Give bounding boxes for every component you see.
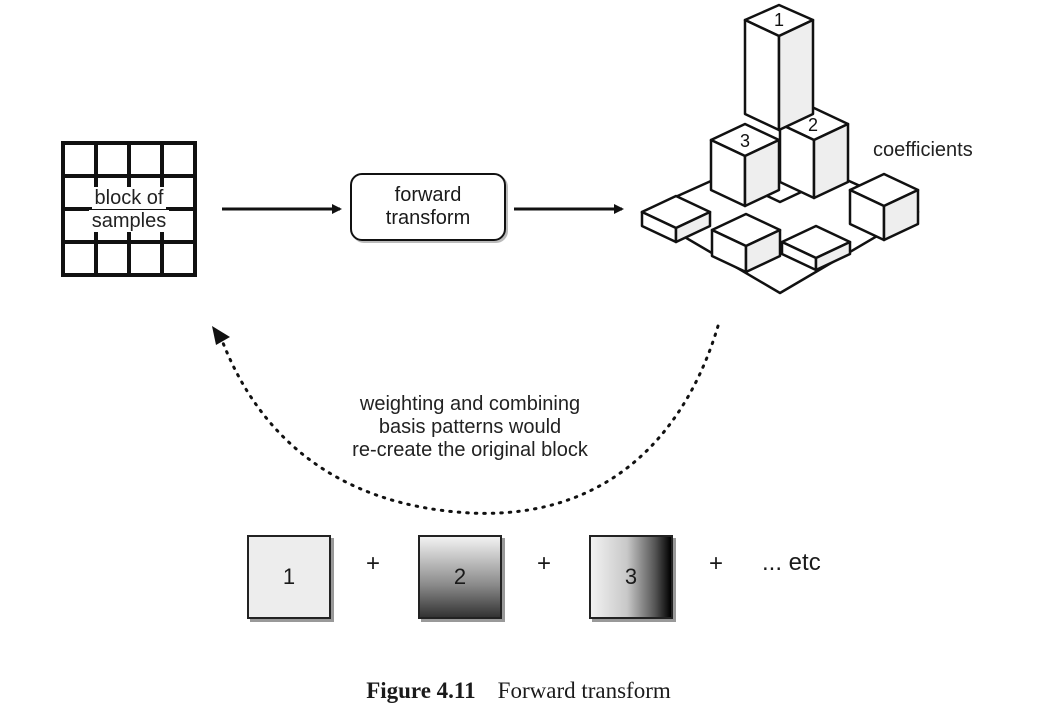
block-label-line1: block of bbox=[91, 187, 167, 209]
recombine-line1: weighting and combining bbox=[359, 393, 581, 415]
figure-caption: Figure 4.11 Forward transform bbox=[0, 678, 1037, 704]
basis-pattern-1: 1 bbox=[247, 535, 331, 619]
figure-title: Forward transform bbox=[497, 678, 671, 703]
sample-block-grid bbox=[61, 141, 197, 277]
basis-label-3: 3 bbox=[624, 564, 638, 589]
transform-line2: transform bbox=[385, 207, 471, 229]
coefficients-label: coefficients bbox=[873, 139, 973, 161]
figure-number: Figure 4.11 bbox=[366, 678, 476, 703]
recombine-line2: basis patterns would bbox=[378, 416, 562, 438]
forward-transform-box: forward transform bbox=[350, 173, 506, 241]
coefficient-blocks bbox=[640, 3, 920, 295]
block-label: block of samples bbox=[66, 187, 192, 233]
plus-sign-3: + bbox=[709, 550, 724, 577]
tower-label-3: 3 bbox=[740, 131, 750, 151]
tower-label-1: 1 bbox=[774, 10, 784, 30]
transform-line1: forward bbox=[394, 184, 462, 206]
tower-label-2: 2 bbox=[808, 115, 818, 135]
recombine-line3: re-create the original block bbox=[352, 439, 588, 461]
basis-pattern-2: 2 bbox=[418, 535, 502, 619]
plus-sign-1: + bbox=[366, 550, 381, 577]
recombine-text: weighting and combining basis patterns w… bbox=[335, 393, 605, 462]
dotted-arrow-head bbox=[212, 326, 230, 345]
dotted-return-arrow bbox=[218, 324, 720, 515]
basis-label-1: 1 bbox=[282, 564, 296, 589]
block-label-line2: samples bbox=[88, 210, 170, 232]
basis-label-2: 2 bbox=[453, 564, 467, 589]
etc-label: ... etc bbox=[762, 549, 821, 576]
plus-sign-2: + bbox=[537, 550, 552, 577]
basis-pattern-3: 3 bbox=[589, 535, 673, 619]
